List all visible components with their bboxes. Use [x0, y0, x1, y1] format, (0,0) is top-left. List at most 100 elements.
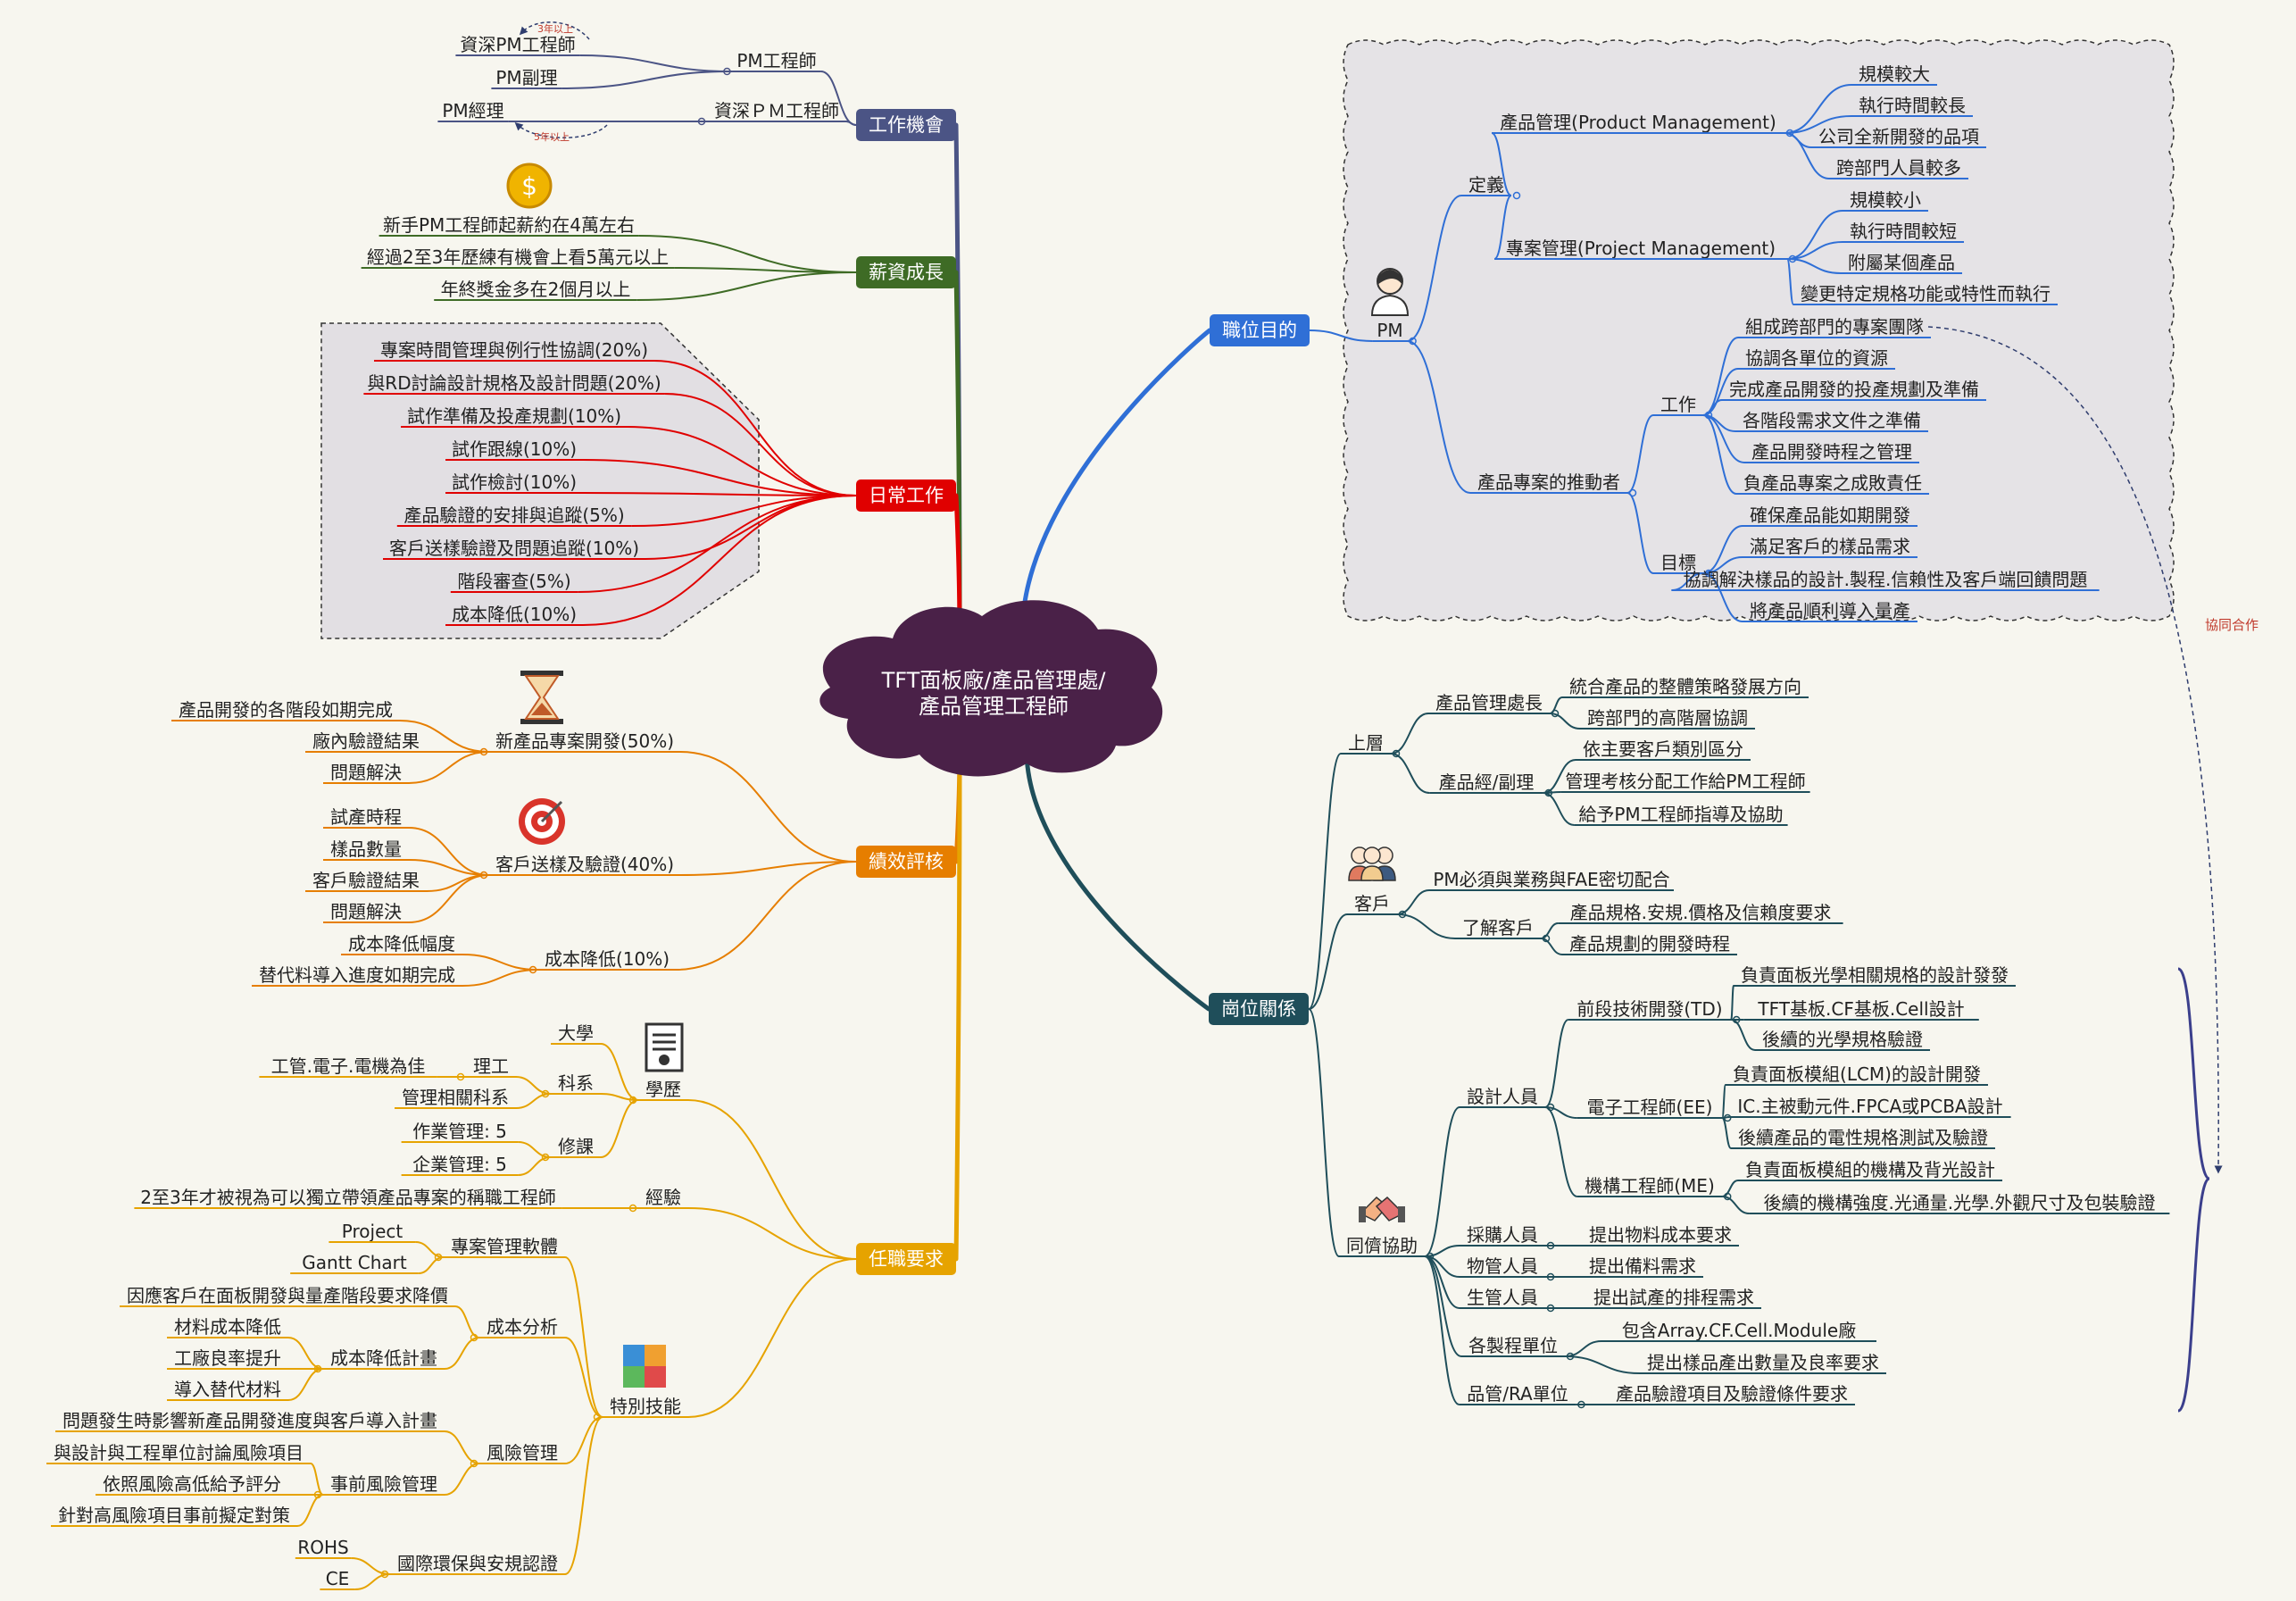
topic-提出物料成本要求[interactable]: 提出物料成本要求: [1582, 1224, 1739, 1247]
branch-daily[interactable]: 日常工作: [856, 479, 956, 512]
topic-產品管理-product-management[interactable]: 產品管理(Product Management): [1492, 112, 1794, 138]
topic-提出樣品產出數量及良率要求[interactable]: 提出樣品產出數量及良率要求: [1640, 1352, 1886, 1374]
topic-規模較小[interactable]: 規模較小: [1843, 189, 1928, 212]
collapse-toggle[interactable]: [628, 1204, 637, 1213]
topic-成本降低計畫[interactable]: 成本降低計畫: [313, 1347, 445, 1373]
topic-工作[interactable]: 工作: [1653, 394, 1713, 420]
topic-客戶送樣及驗證-40[interactable]: 客戶送樣及驗證(40%): [479, 854, 681, 880]
collapse-toggle[interactable]: [380, 1570, 389, 1579]
topic-客戶驗證結果[interactable]: 客戶驗證結果: [305, 870, 427, 892]
topic-科系[interactable]: 科系: [541, 1072, 602, 1098]
topic-產品開發的各階段如期完成[interactable]: 產品開發的各階段如期完成: [171, 699, 400, 721]
topic-新手pm工程師起薪約在4萬左右[interactable]: 新手PM工程師起薪約在4萬左右: [379, 214, 639, 237]
topic-2至3年才被視為可以獨立帶領產品專案的稱職工程師[interactable]: 2至3年才被視為可以獨立帶領產品專案的稱職工程師: [134, 1187, 562, 1209]
collapse-toggle[interactable]: [1426, 1252, 1435, 1261]
collapse-toggle[interactable]: [479, 747, 488, 756]
topic-資深pm工程師[interactable]: 資深PM工程師: [455, 34, 580, 56]
collapse-toggle[interactable]: [1546, 1272, 1555, 1281]
collapse-toggle[interactable]: [1512, 191, 1521, 200]
topic-ic-主被動元件-fpca或pcba設計[interactable]: IC.主被動元件.FPCA或PCBA設計: [1729, 1096, 2011, 1118]
topic-成本降低-10[interactable]: 成本降低(10%): [445, 604, 583, 626]
topic-project[interactable]: Project: [329, 1221, 416, 1243]
topic-pm工程師[interactable]: PM工程師: [723, 50, 821, 76]
collapse-toggle[interactable]: [1409, 337, 1417, 346]
branch-perf[interactable]: 績效評核: [856, 846, 956, 878]
topic-問題解決[interactable]: 問題解決: [323, 901, 409, 923]
topic-將產品順利導入量產[interactable]: 將產品順利導入量產: [1743, 600, 1917, 622]
collapse-toggle[interactable]: [541, 1089, 550, 1098]
topic-包含array-cf-cell-module廠[interactable]: 包含Array.CF.Cell.Module廠: [1601, 1320, 1876, 1342]
topic-提出備料需求[interactable]: 提出備料需求: [1582, 1255, 1703, 1278]
topic-階段審查-5[interactable]: 階段審查(5%): [450, 571, 578, 593]
collapse-toggle[interactable]: [1788, 254, 1797, 263]
topic-與設計與工程單位討論風險項目[interactable]: 與設計與工程單位討論風險項目: [46, 1442, 311, 1464]
collapse-toggle[interactable]: [593, 1413, 602, 1422]
topic-負責面板模組-lcm-的設計開發[interactable]: 負責面板模組(LCM)的設計開發: [1726, 1063, 1988, 1086]
topic-工廠良率提升[interactable]: 工廠良率提升: [167, 1347, 288, 1370]
topic-公司全新開發的品項[interactable]: 公司全新開發的品項: [1811, 126, 1986, 148]
collapse-toggle[interactable]: [1723, 1192, 1732, 1201]
topic-經驗[interactable]: 經驗: [628, 1187, 689, 1213]
topic-導入替代材料[interactable]: 導入替代材料: [167, 1379, 288, 1401]
topic-各階段需求文件之準備[interactable]: 各階段需求文件之準備: [1735, 410, 1928, 432]
topic-協調各單位的資源[interactable]: 協調各單位的資源: [1738, 347, 1895, 370]
topic-樣品數量[interactable]: 樣品數量: [323, 838, 409, 861]
topic-依主要客戶類別區分[interactable]: 依主要客戶類別區分: [1576, 738, 1751, 761]
collapse-toggle[interactable]: [1577, 1400, 1585, 1409]
topic-企業管理-5[interactable]: 企業管理: 5: [401, 1154, 519, 1176]
topic-客戶送樣驗證及問題追蹤-10[interactable]: 客戶送樣驗證及問題追蹤(10%): [383, 538, 645, 560]
topic-物管人員[interactable]: 物管人員: [1460, 1255, 1555, 1281]
topic-品管-ra單位[interactable]: 品管/RA單位: [1459, 1383, 1585, 1409]
topic-目標[interactable]: 目標: [1653, 552, 1713, 578]
topic-依照風險高低給予評分[interactable]: 依照風險高低給予評分: [96, 1473, 288, 1496]
topic-年終獎金多在2個月以上[interactable]: 年終獎金多在2個月以上: [434, 279, 637, 301]
topic-工管-電子-電機為佳[interactable]: 工管.電子.電機為佳: [259, 1055, 437, 1078]
collapse-toggle[interactable]: [313, 1364, 322, 1373]
topic-特別技能[interactable]: 特別技能: [593, 1396, 689, 1422]
topic-因應客戶在面板開發與量產階段要求降價[interactable]: 因應客戶在面板開發與量產階段要求降價: [120, 1285, 455, 1307]
topic-專案時間管理與例行性協調-20[interactable]: 專案時間管理與例行性協調(20%): [374, 339, 654, 362]
topic-ce[interactable]: CE: [320, 1568, 355, 1590]
topic-替代料導入進度如期完成[interactable]: 替代料導入進度如期完成: [252, 964, 462, 987]
topic-組成跨部門的專案團隊[interactable]: 組成跨部門的專案團隊: [1738, 316, 1931, 338]
topic-前段技術開發-td[interactable]: 前段技術開發(TD): [1568, 998, 1741, 1024]
branch-req[interactable]: 任職要求: [856, 1243, 956, 1275]
topic-試作跟線-10[interactable]: 試作跟線(10%): [445, 438, 583, 461]
topic-gantt-chart[interactable]: Gantt Chart: [290, 1252, 419, 1274]
topic-客戶[interactable]: 客戶: [1347, 893, 1407, 919]
collapse-toggle[interactable]: [1544, 788, 1553, 797]
topic-變更特定規格功能或特性而執行[interactable]: 變更特定規格功能或特性而執行: [1793, 283, 2058, 305]
topic-pm副理[interactable]: PM副理: [491, 67, 562, 89]
topic-電子工程師-ee[interactable]: 電子工程師(EE): [1576, 1097, 1732, 1122]
topic-了解客戶[interactable]: 了解客戶: [1455, 917, 1551, 943]
topic-tft基板-cf基板-cell設計[interactable]: TFT基板.CF基板.Cell設計: [1743, 998, 1979, 1021]
topic-機構工程師-me[interactable]: 機構工程師(ME): [1576, 1175, 1732, 1201]
topic-學歷[interactable]: 學歷: [628, 1079, 689, 1105]
topic-產品規劃的開發時程[interactable]: 產品規劃的開發時程: [1562, 933, 1737, 955]
collapse-toggle[interactable]: [470, 1333, 478, 1342]
topic-成本降低-10[interactable]: 成本降低(10%): [528, 948, 677, 974]
topic-提出試產的排程需求[interactable]: 提出試產的排程需求: [1586, 1287, 1761, 1309]
topic-設計人員[interactable]: 設計人員: [1460, 1086, 1555, 1112]
topic-滿足客戶的樣品需求[interactable]: 滿足客戶的樣品需求: [1743, 536, 1917, 558]
topic-pm經理[interactable]: PM經理: [437, 100, 509, 122]
collapse-toggle[interactable]: [456, 1072, 465, 1081]
topic-同儕協助[interactable]: 同儕協助: [1339, 1235, 1435, 1261]
collapse-toggle[interactable]: [470, 1459, 478, 1468]
topic-成本分析[interactable]: 成本分析: [470, 1316, 566, 1342]
topic-針對高風險項目事前擬定對策[interactable]: 針對高風險項目事前擬定對策: [51, 1505, 297, 1527]
topic-上層[interactable]: 上層: [1341, 732, 1401, 758]
topic-廠內驗證結果[interactable]: 廠內驗證結果: [305, 730, 427, 753]
topic-產品管理處長[interactable]: 產品管理處長: [1428, 692, 1560, 718]
topic-統合產品的整體策略發展方向[interactable]: 統合產品的整體策略發展方向: [1562, 676, 1809, 698]
branch-relation[interactable]: 崗位關係: [1209, 993, 1309, 1025]
topic-產品驗證的安排與追蹤-5[interactable]: 產品驗證的安排與追蹤(5%): [396, 504, 632, 527]
collapse-toggle[interactable]: [1546, 1304, 1555, 1313]
topic-pm必須與業務與fae密切配合[interactable]: PM必須與業務與FAE密切配合: [1429, 869, 1674, 891]
collapse-toggle[interactable]: [1551, 709, 1560, 718]
topic-執行時間較長[interactable]: 執行時間較長: [1851, 95, 1973, 117]
topic-後續產品的電性規格測試及驗證[interactable]: 後續產品的電性規格測試及驗證: [1731, 1127, 1995, 1149]
topic-採購人員[interactable]: 採購人員: [1460, 1224, 1555, 1250]
collapse-toggle[interactable]: [1628, 488, 1637, 497]
collapse-toggle[interactable]: [1392, 749, 1401, 758]
